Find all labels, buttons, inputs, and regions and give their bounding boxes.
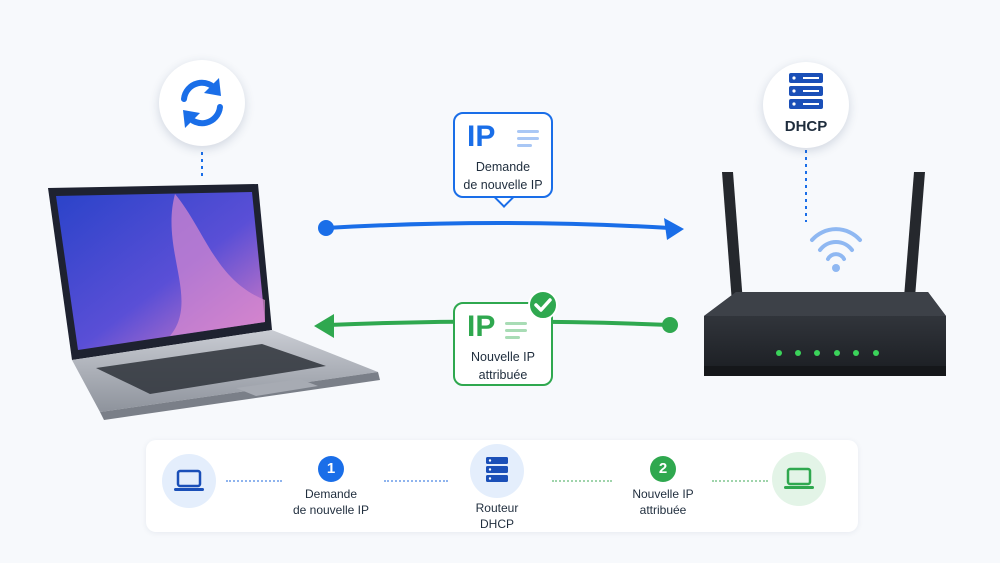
- server-icon: [789, 73, 823, 109]
- summary-panel: 1 Demande de nouvelle IP Routeur DHCP 2 …: [146, 440, 858, 532]
- summary-laptop-blue: [162, 454, 216, 508]
- step-1-line2: de nouvelle IP: [292, 503, 370, 517]
- step-1-line1: Demande: [304, 487, 358, 501]
- router-text: Routeur DHCP: [427, 500, 567, 532]
- dotted-connector: [552, 480, 612, 482]
- request-card-line1: Demande: [475, 160, 531, 174]
- illustration: [48, 150, 946, 420]
- document-lines-icon: [505, 322, 527, 343]
- dotted-connector: [712, 480, 768, 482]
- refresh-icon: [181, 78, 223, 128]
- laptop-icon: [784, 467, 814, 489]
- request-arrow: [318, 218, 684, 240]
- server-icon: [486, 457, 508, 482]
- checkmark-icon: [528, 290, 558, 320]
- request-card-text: Demande de nouvelle IP: [455, 158, 551, 194]
- laptop-icon: [174, 469, 204, 491]
- response-card-text: Nouvelle IP attribuée: [455, 348, 551, 384]
- response-card-line1: Nouvelle IP: [471, 350, 535, 364]
- request-card: IP Demande de nouvelle IP: [453, 112, 553, 198]
- wifi-icon: [810, 227, 862, 261]
- summary-router: [470, 444, 524, 498]
- dotted-connector: [226, 480, 282, 482]
- step-1-text: Demande de nouvelle IP: [261, 486, 401, 518]
- step-2-line2: attribuée: [639, 503, 687, 517]
- dhcp-label: DHCP: [784, 118, 828, 135]
- response-card-line2: attribuée: [478, 368, 528, 382]
- request-card-ip: IP: [467, 120, 496, 153]
- step-2-line1: Nouvelle IP: [632, 487, 694, 501]
- router-icon: [704, 172, 946, 376]
- dotted-connector: [384, 480, 448, 482]
- step-2-text: Nouvelle IP attribuée: [593, 486, 733, 518]
- wifi-dot: [832, 264, 840, 272]
- router-line1: Routeur: [475, 501, 519, 515]
- request-card-line2: de nouvelle IP: [463, 178, 543, 192]
- dhcp-server-bubble: DHCP: [763, 62, 849, 148]
- document-lines-icon: [517, 130, 539, 151]
- step-2-badge: 2: [650, 456, 676, 482]
- summary-laptop-green: [772, 452, 826, 506]
- refresh-bubble: [159, 60, 245, 146]
- laptop-icon: [48, 184, 380, 420]
- step-1-badge: 1: [318, 456, 344, 482]
- response-card-ip: IP: [467, 310, 496, 343]
- router-line2: DHCP: [479, 517, 514, 531]
